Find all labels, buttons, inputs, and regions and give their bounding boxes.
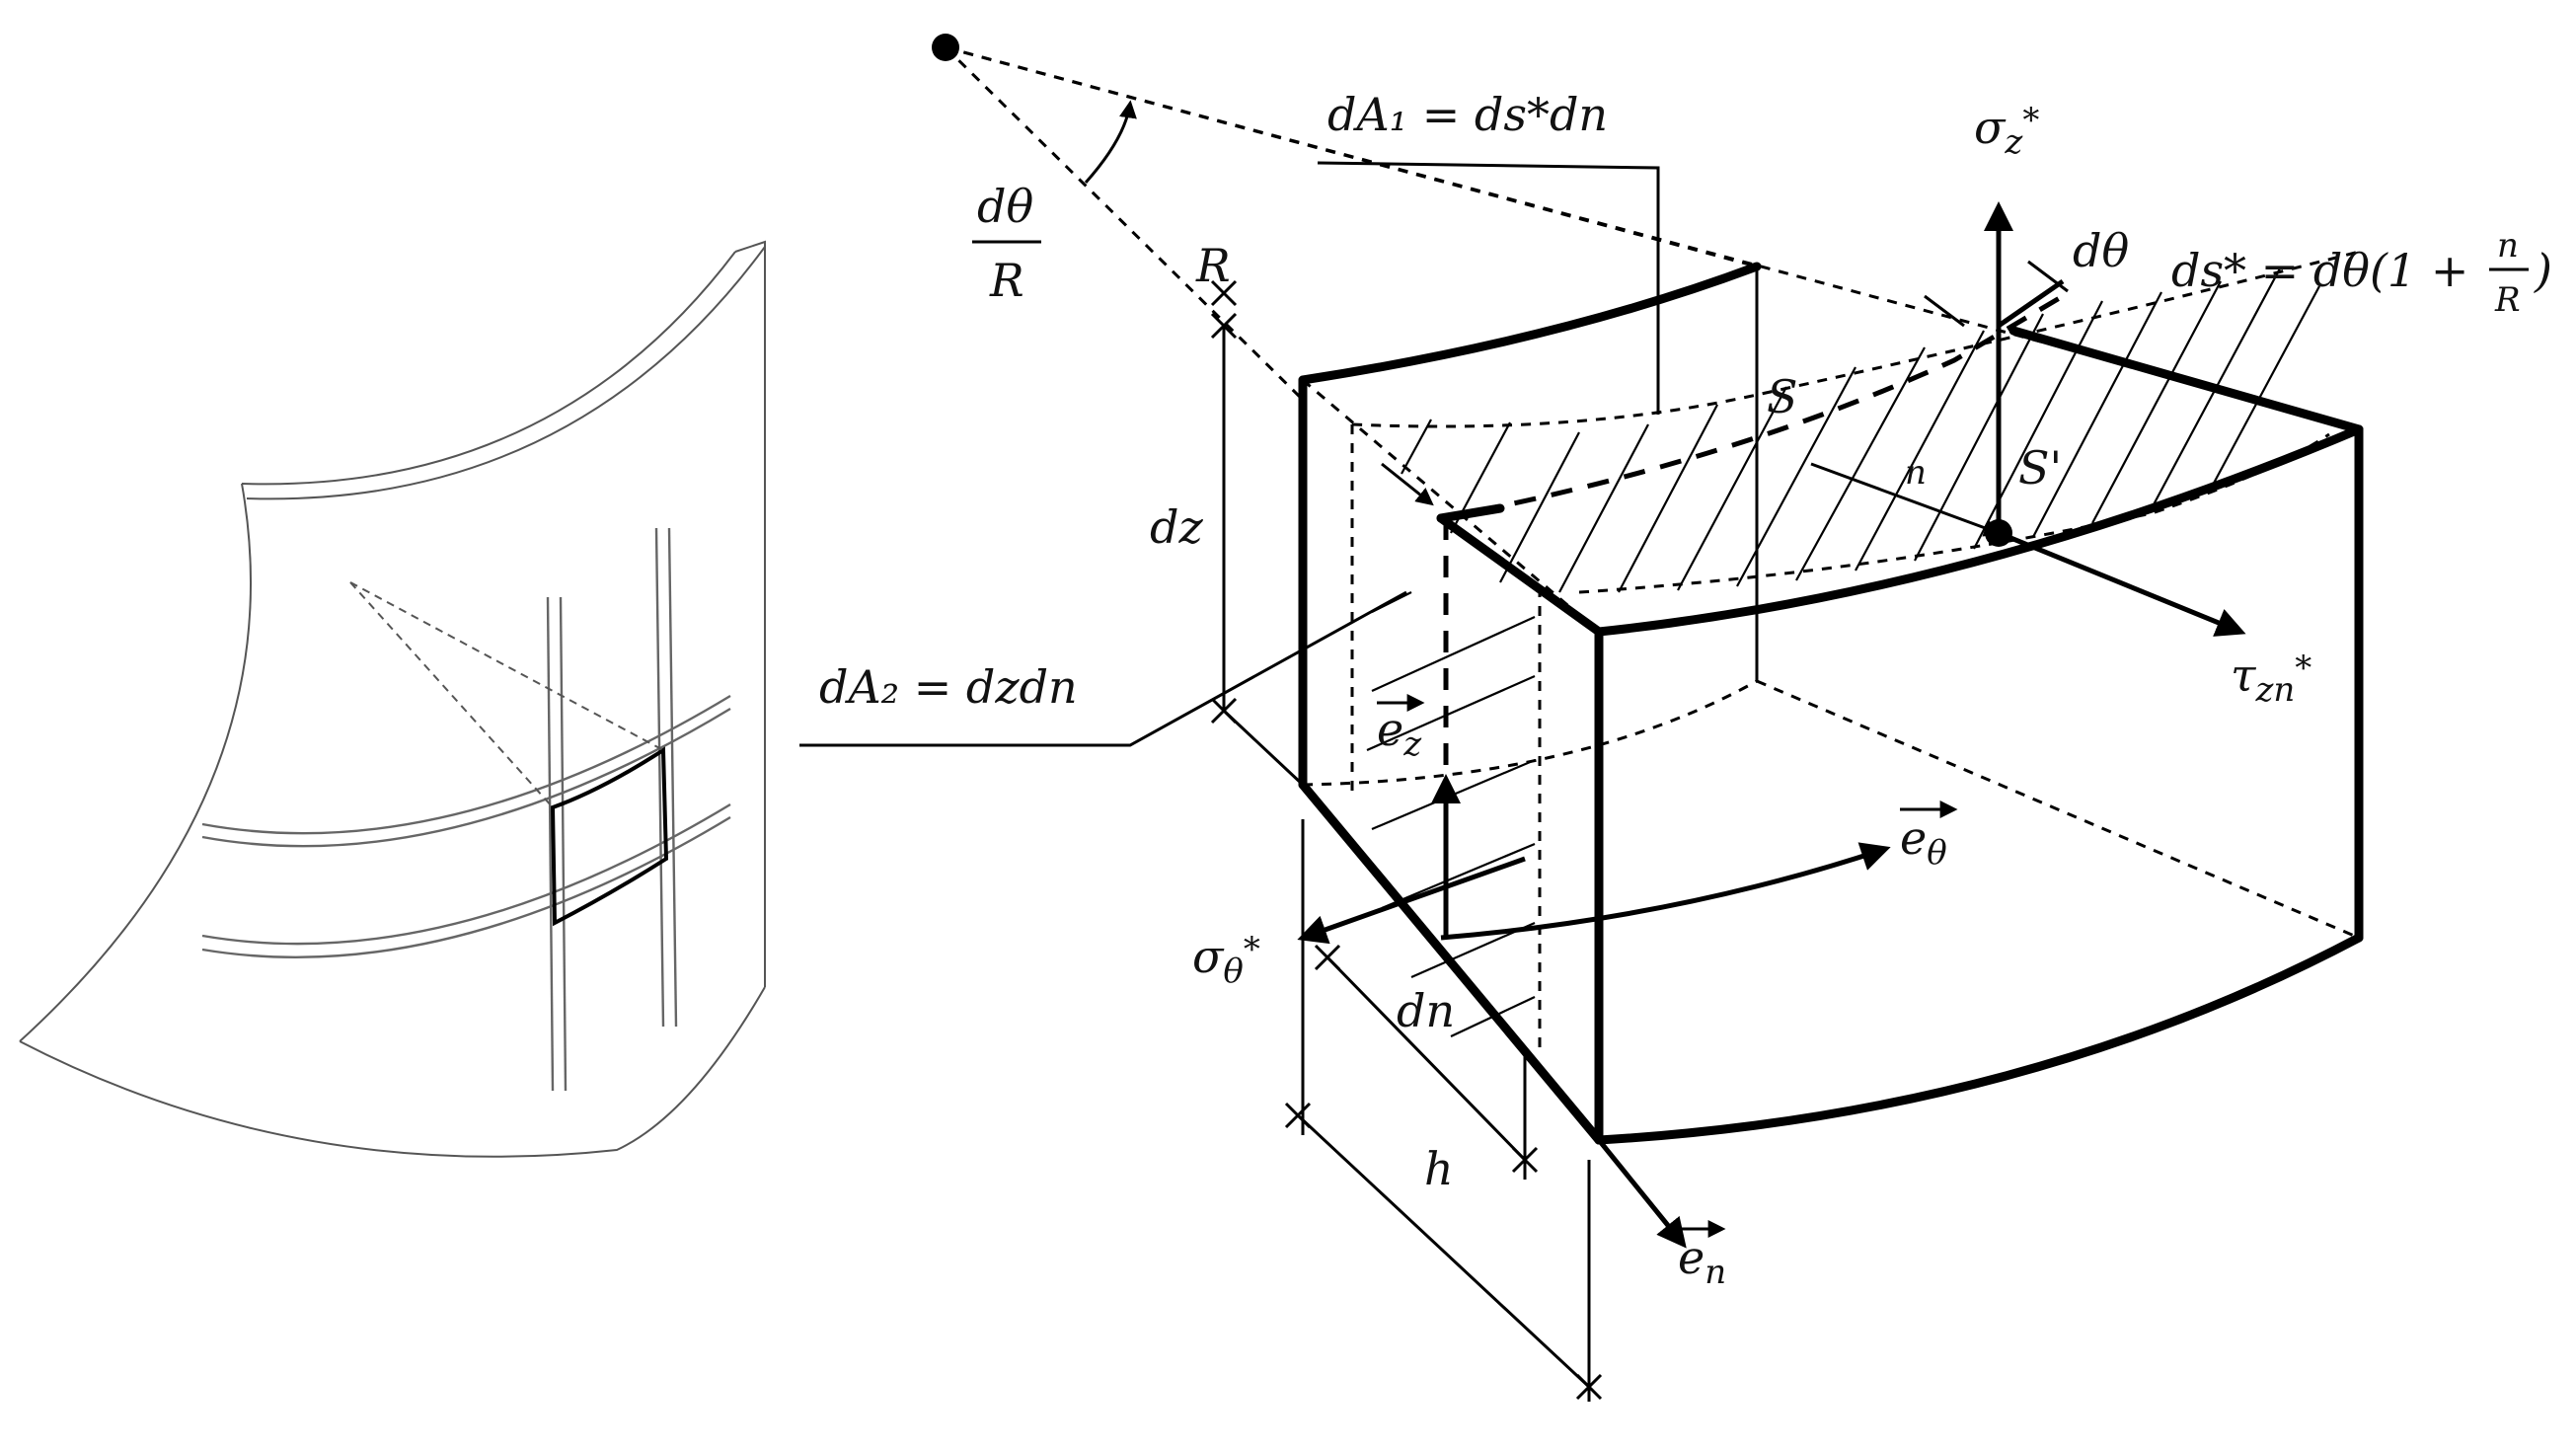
bottom-left-edge: [1298, 780, 1604, 1145]
label-dtheta-num: dθ: [977, 180, 1033, 233]
label-ds-star-den: R: [2494, 280, 2521, 320]
shell-panel: [19, 240, 766, 1158]
label-h: h: [1424, 1142, 1454, 1195]
shell-ring-1a: [201, 694, 731, 835]
label-S: S: [1767, 370, 1798, 423]
label-e-theta: eθ: [1900, 811, 1947, 873]
s-pointer-arrow: [1381, 462, 1434, 506]
label-n: n: [1905, 453, 1927, 493]
label-dA1: dA₁ = ds*dn: [1327, 88, 1608, 141]
tau-zn-arrow: [1998, 530, 2246, 637]
label-R: R: [1195, 239, 1231, 292]
mid-surface-arc-front: [1578, 432, 2330, 594]
front-face-hatching: [1366, 591, 1536, 1037]
label-e-n: en: [1678, 1231, 1726, 1292]
top-outer-arc: [1594, 424, 2364, 637]
dtheta-angle-arrow: [1084, 100, 1137, 184]
label-sigma-theta: σθ*: [1192, 930, 1260, 991]
label-dtheta: dθ: [2073, 224, 2129, 277]
label-dtheta-den: R: [989, 254, 1024, 307]
label-tau-zn: τzn*: [2231, 649, 2311, 710]
shell-axial-1a: [546, 596, 555, 1092]
dtheta-small-line: [1997, 278, 2065, 329]
label-dA2: dA₂ = dzdn: [819, 660, 1078, 714]
label-e-z: ez: [1377, 703, 1422, 764]
shell-ring-2a: [201, 802, 731, 946]
bottom-outer-arc: [1594, 933, 2364, 1145]
shell-right-edge: [734, 240, 766, 987]
shell-bottom-edge: [19, 986, 766, 1158]
e-theta-arrow: [1440, 842, 1891, 941]
dim-h-tick-1: [1284, 1102, 1312, 1129]
shell-proj-line-1: [349, 581, 554, 808]
top-right-edge: [2008, 326, 2364, 434]
shell-element-highlight: [550, 746, 669, 927]
shell-proj-line-2: [349, 581, 664, 751]
hidden-diag-top: [1302, 378, 1600, 634]
shell-axial-2a: [654, 527, 665, 1028]
e-n-arrow: [1597, 1138, 1687, 1249]
n-arrow: [1810, 462, 2003, 537]
mid-surface-hatching: [1401, 267, 2320, 593]
label-ds-star-close: ): [2534, 244, 2552, 297]
dim-dz-tick-top: [1210, 312, 1238, 340]
dim-dn-tick-1: [1314, 944, 1341, 971]
shell-ring-1b: [201, 707, 731, 848]
sigma-theta-arrow: [1297, 856, 1526, 945]
top-front-edge: [1436, 513, 1604, 637]
dim-dz-ext: [1222, 709, 1305, 787]
s-line: [1440, 293, 2065, 521]
dim-dn-line: [1326, 955, 1527, 1162]
dim-h-line: [1296, 1113, 1591, 1389]
label-dn: dn: [1397, 984, 1455, 1037]
shell-left-edge: [19, 483, 252, 1042]
shell-top-edge-outer: [241, 251, 736, 486]
dA2-leader-line: [799, 590, 1407, 747]
hidden-bottom-right-edge: [1756, 679, 2360, 940]
hidden-bottom-inner-arc: [1302, 679, 1758, 787]
labels: dθ R dA₁ = ds*dn R σz* dθ ds* = dθ(1 + n…: [819, 88, 2552, 1292]
label-sigma-z: σz*: [1974, 101, 2039, 162]
dA1-leader-line: [1317, 161, 1660, 415]
radial-line-left: [944, 45, 1305, 402]
top-inner-arc: [1298, 262, 1762, 385]
shell-axial-1b: [559, 596, 568, 1092]
shell-top-edge-inner: [246, 246, 766, 500]
label-dz: dz: [1150, 500, 1203, 554]
shell-ring-2b: [201, 815, 731, 958]
dtheta-tick-1: [1924, 294, 1965, 328]
dtheta-tick-2: [2027, 260, 2069, 293]
R-tick: [1210, 279, 1238, 307]
label-S-prime: S': [2018, 441, 2062, 495]
curved-element: [799, 34, 2364, 1402]
label-ds-star-num: n: [2497, 226, 2519, 266]
dim-dn-tick-2: [1511, 1146, 1539, 1174]
shell-axial-2b: [667, 527, 678, 1028]
label-ds-star: ds* = dθ(1 +: [2171, 244, 2468, 297]
